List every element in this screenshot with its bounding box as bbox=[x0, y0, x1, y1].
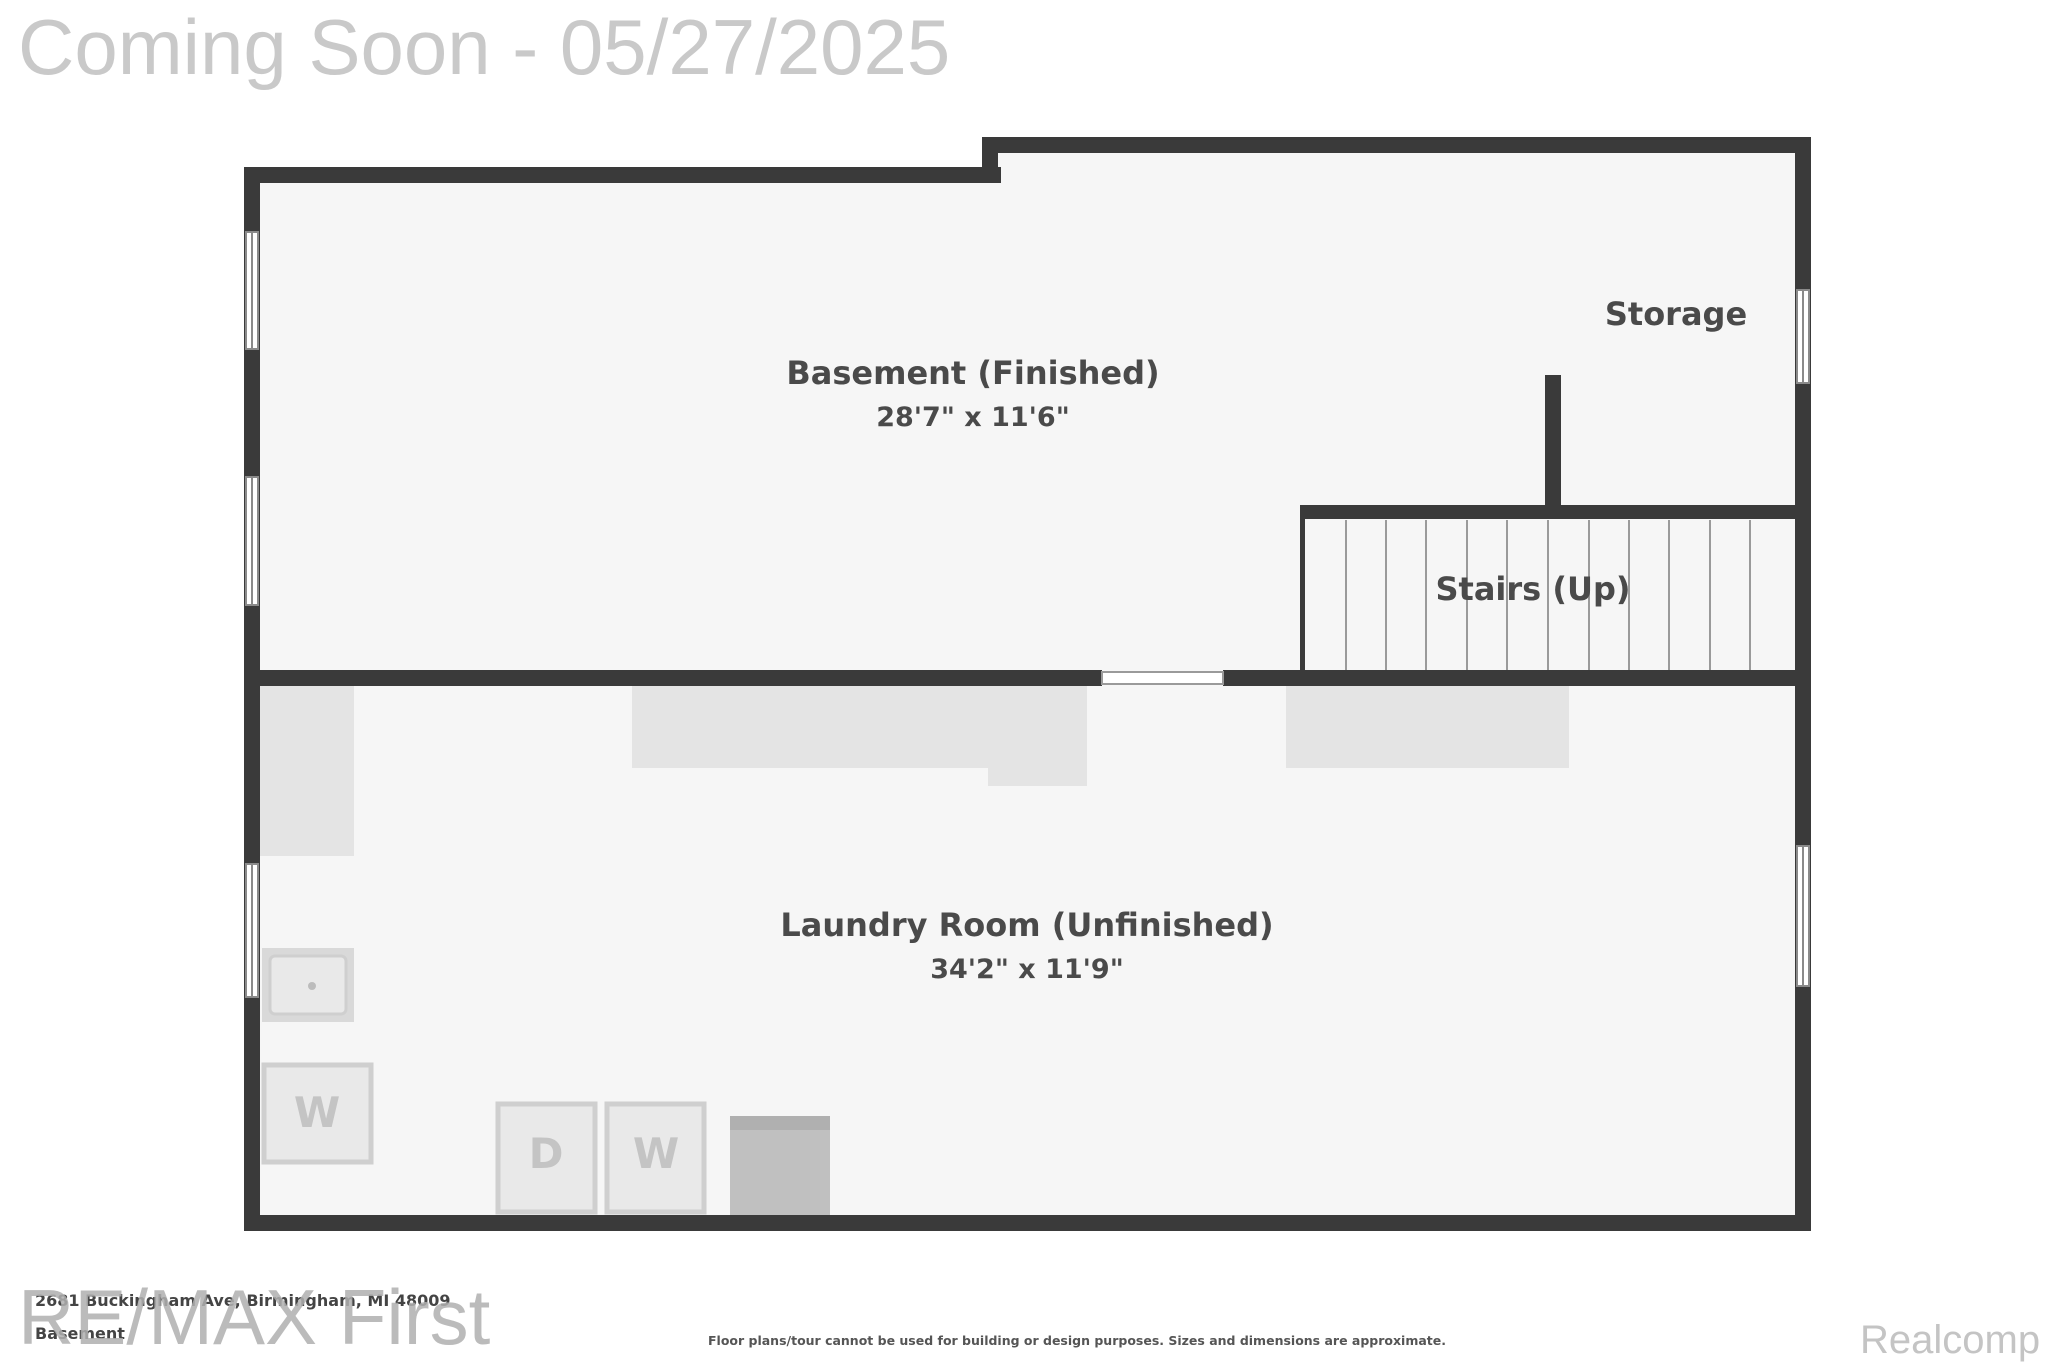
window-left-1 bbox=[245, 231, 259, 350]
brokerage-watermark: RE/MAX First bbox=[18, 1273, 491, 1361]
counter-top-center-ext bbox=[988, 686, 1087, 786]
stair-treads bbox=[1345, 520, 1751, 670]
washer-appliance: W bbox=[604, 1101, 707, 1215]
disclaimer-text: Floor plans/tour cannot be used for buil… bbox=[708, 1333, 1446, 1348]
wall-stairs-left bbox=[1300, 505, 1305, 675]
dryer-appliance: D bbox=[495, 1101, 598, 1215]
wall-storage-partition bbox=[1545, 375, 1561, 510]
basement-dims: 28'7" x 11'6" bbox=[876, 402, 1070, 433]
wall-top-right bbox=[982, 137, 1811, 153]
counter-top-right bbox=[1286, 686, 1569, 768]
windows bbox=[245, 231, 1810, 998]
utility-unit bbox=[730, 1116, 830, 1223]
wall-stairs-top bbox=[1300, 505, 1811, 519]
window-right-1 bbox=[1796, 289, 1810, 384]
dryer-label: D bbox=[529, 1129, 564, 1178]
property-address: 2681 Buckingham Ave, Birmingham, MI 4800… bbox=[35, 1291, 451, 1310]
utility-sink bbox=[262, 948, 354, 1022]
storage-label: Storage bbox=[1605, 295, 1747, 333]
washer-left-label: W bbox=[294, 1088, 340, 1137]
laundry-label: Laundry Room (Unfinished) bbox=[780, 906, 1273, 944]
wall-bottom bbox=[244, 1215, 1811, 1231]
window-left-3 bbox=[245, 863, 259, 998]
realcomp-watermark: Realcomp bbox=[1860, 1318, 2041, 1362]
stairs-label: Stairs (Up) bbox=[1435, 570, 1630, 608]
laundry-dims: 34'2" x 11'9" bbox=[930, 954, 1124, 985]
counter-left bbox=[260, 686, 354, 856]
basement-label: Basement (Finished) bbox=[786, 354, 1159, 392]
wall-middle-left bbox=[244, 670, 1102, 686]
window-right-2 bbox=[1796, 845, 1810, 987]
window-left-2 bbox=[245, 476, 259, 606]
washer-left-appliance: W bbox=[261, 1062, 374, 1165]
washer-label: W bbox=[633, 1129, 679, 1178]
wall-middle-right bbox=[1223, 670, 1811, 686]
doorway bbox=[1101, 671, 1224, 685]
wall-top-left bbox=[244, 167, 1001, 183]
coming-soon-watermark: Coming Soon - 05/27/2025 bbox=[18, 3, 951, 91]
floor-level-label: Basement bbox=[35, 1324, 125, 1343]
